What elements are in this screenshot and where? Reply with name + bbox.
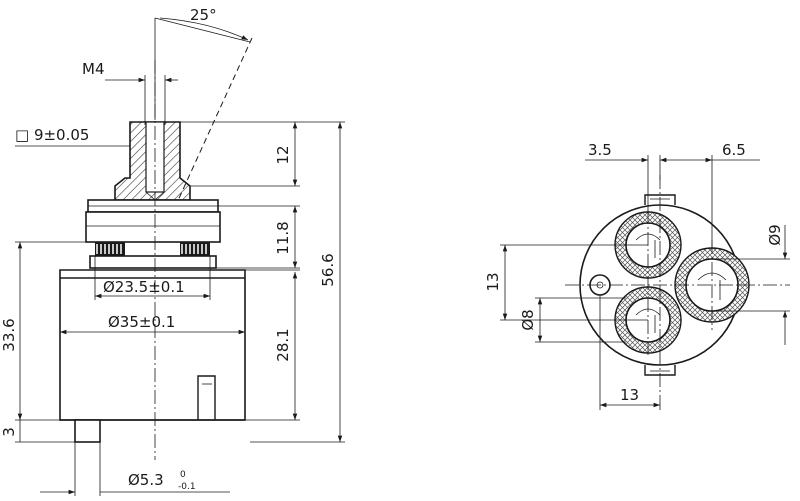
dim-3: 3 bbox=[0, 419, 75, 443]
dim-13-vertical: 13 bbox=[484, 244, 648, 321]
top-view: 3.5 6.5 Ø9 13 Ø8 bbox=[484, 141, 790, 410]
dim-9: Ø9 bbox=[712, 224, 790, 345]
dim-56-6-label: 56.6 bbox=[319, 253, 337, 286]
thread-dimension: M4 bbox=[82, 60, 178, 125]
square-label: □ 9±0.05 bbox=[15, 126, 89, 144]
angle-label: 25° bbox=[190, 6, 217, 24]
o-ring-left bbox=[95, 242, 125, 256]
thread-label: M4 bbox=[82, 60, 105, 78]
dim-9-label: Ø9 bbox=[766, 224, 784, 245]
dim-56-6: 56.6 bbox=[250, 121, 345, 443]
dim-8: Ø8 bbox=[519, 297, 626, 343]
dim-35: Ø35±0.1 bbox=[60, 313, 245, 335]
top-notch bbox=[644, 194, 676, 205]
dim-8-label: Ø8 bbox=[519, 309, 537, 330]
tol-upper-label: 0 bbox=[180, 470, 186, 480]
dim-28-1: 28.1 bbox=[245, 269, 300, 421]
side-view: 25° M4 □ 9±0.05 bbox=[0, 6, 345, 496]
square-dimension: □ 9±0.05 bbox=[15, 126, 130, 147]
dim-11-8: 11.8 bbox=[216, 205, 300, 269]
dim-6-5: 6.5 bbox=[660, 141, 760, 250]
stem bbox=[114, 121, 191, 201]
dim-28-1-label: 28.1 bbox=[274, 328, 292, 361]
dim-5-3: Ø5.3 0 -0.1 bbox=[40, 442, 230, 496]
dim-13-horizontal: 13 bbox=[599, 295, 661, 410]
tol-lower-label: -0.1 bbox=[178, 482, 196, 492]
dim-3-5-label: 3.5 bbox=[588, 141, 612, 159]
dim-6-5-label: 6.5 bbox=[722, 141, 746, 159]
dim-12-label: 12 bbox=[274, 145, 292, 164]
dim-33-6-label: 33.6 bbox=[0, 318, 18, 351]
dim-13-horizontal-label: 13 bbox=[620, 386, 639, 404]
dim-11-8-label: 11.8 bbox=[274, 221, 292, 254]
dim-23-5: Ø23.5±0.1 bbox=[94, 256, 211, 300]
dim-13-vertical-label: 13 bbox=[484, 272, 502, 291]
o-ring-right bbox=[180, 242, 210, 256]
cartridge-body bbox=[59, 269, 246, 443]
dim-5-3-label: Ø5.3 bbox=[128, 471, 164, 489]
dim-33-6: 33.6 bbox=[0, 241, 86, 420]
dim-12: 12 bbox=[180, 121, 300, 187]
dim-3-5: 3.5 bbox=[585, 141, 661, 215]
cartridge-cap bbox=[85, 199, 221, 269]
dim-3-label: 3 bbox=[0, 427, 18, 437]
dim-23-5-label: Ø23.5±0.1 bbox=[103, 278, 185, 296]
dim-35-label: Ø35±0.1 bbox=[108, 313, 175, 331]
